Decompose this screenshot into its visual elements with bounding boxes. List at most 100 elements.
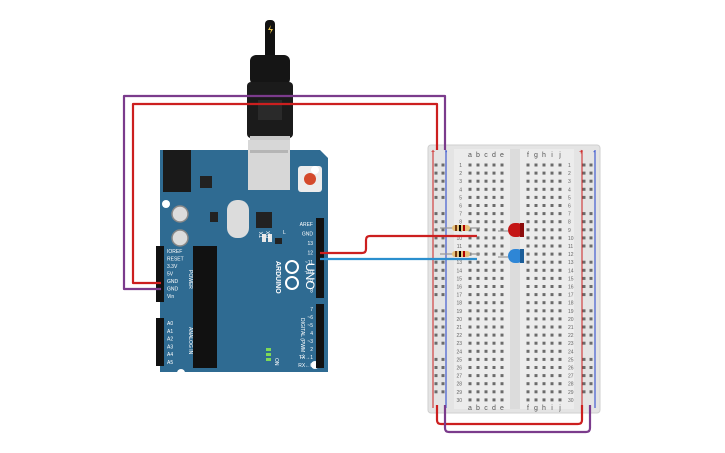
breadboard-hole[interactable] bbox=[484, 276, 488, 280]
breadboard-hole[interactable] bbox=[534, 374, 538, 378]
breadboard-hole[interactable] bbox=[484, 252, 488, 256]
breadboard-hole[interactable] bbox=[484, 366, 488, 369]
breadboard-hole[interactable] bbox=[558, 349, 562, 353]
breadboard-hole[interactable] bbox=[526, 398, 530, 402]
breadboard-hole[interactable] bbox=[558, 382, 562, 386]
breadboard-hole[interactable] bbox=[476, 187, 480, 191]
breadboard-hole[interactable] bbox=[526, 220, 530, 224]
breadboard-hole[interactable] bbox=[484, 179, 488, 183]
breadboard-hole[interactable] bbox=[476, 244, 480, 248]
rail-hole[interactable] bbox=[434, 293, 438, 297]
arduino-board[interactable]: ARDUINO UNO POWER ANALOG IN DIGITAL (PWM… bbox=[156, 140, 328, 377]
rail-hole[interactable] bbox=[441, 187, 445, 191]
breadboard-hole[interactable] bbox=[534, 293, 538, 297]
breadboard-hole[interactable] bbox=[476, 276, 480, 280]
breadboard-hole[interactable] bbox=[542, 204, 546, 207]
breadboard-hole[interactable] bbox=[500, 317, 504, 321]
resistor-2[interactable] bbox=[440, 251, 480, 257]
breadboard-hole[interactable] bbox=[476, 293, 480, 297]
breadboard-hole[interactable] bbox=[484, 293, 488, 297]
breadboard-hole[interactable] bbox=[476, 317, 480, 321]
breadboard-hole[interactable] bbox=[550, 398, 554, 402]
rail-hole[interactable] bbox=[589, 276, 593, 280]
breadboard-hole[interactable] bbox=[476, 171, 480, 175]
breadboard-hole[interactable] bbox=[550, 163, 554, 167]
breadboard-hole[interactable] bbox=[476, 357, 480, 361]
rail-hole[interactable] bbox=[582, 244, 586, 248]
breadboard-hole[interactable] bbox=[500, 398, 504, 402]
breadboard-hole[interactable] bbox=[542, 236, 546, 240]
breadboard-hole[interactable] bbox=[492, 390, 496, 394]
breadboard-hole[interactable] bbox=[468, 204, 472, 207]
breadboard-hole[interactable] bbox=[526, 301, 530, 305]
breadboard-hole[interactable] bbox=[526, 293, 530, 297]
breadboard-hole[interactable] bbox=[542, 341, 546, 345]
breadboard-hole[interactable] bbox=[526, 341, 530, 345]
breadboard-hole[interactable] bbox=[468, 285, 472, 288]
breadboard-hole[interactable] bbox=[542, 325, 546, 329]
breadboard-hole[interactable] bbox=[484, 309, 488, 313]
rail-hole[interactable] bbox=[589, 285, 593, 288]
breadboard-hole[interactable] bbox=[542, 382, 546, 386]
breadboard-hole[interactable] bbox=[484, 382, 488, 386]
breadboard-hole[interactable] bbox=[542, 349, 546, 353]
breadboard-hole[interactable] bbox=[534, 195, 538, 199]
breadboard-hole[interactable] bbox=[534, 276, 538, 280]
breadboard-hole[interactable] bbox=[500, 260, 504, 264]
rail-hole[interactable] bbox=[441, 285, 445, 288]
breadboard-hole[interactable] bbox=[550, 220, 554, 224]
breadboard-hole[interactable] bbox=[526, 268, 530, 272]
breadboard-hole[interactable] bbox=[558, 187, 562, 191]
breadboard-hole[interactable] bbox=[500, 187, 504, 191]
breadboard-hole[interactable] bbox=[500, 309, 504, 313]
rail-hole[interactable] bbox=[582, 366, 586, 369]
breadboard-hole[interactable] bbox=[500, 293, 504, 297]
breadboard-hole[interactable] bbox=[558, 341, 562, 345]
breadboard-hole[interactable] bbox=[542, 285, 546, 288]
rail-hole[interactable] bbox=[589, 366, 593, 369]
breadboard-hole[interactable] bbox=[534, 236, 538, 240]
rail-hole[interactable] bbox=[441, 179, 445, 183]
rail-hole[interactable] bbox=[441, 244, 445, 248]
breadboard-hole[interactable] bbox=[476, 285, 480, 288]
breadboard-hole[interactable] bbox=[534, 333, 538, 337]
breadboard-hole[interactable] bbox=[484, 349, 488, 353]
breadboard-hole[interactable] bbox=[550, 179, 554, 183]
rail-hole[interactable] bbox=[434, 366, 438, 369]
breadboard-hole[interactable] bbox=[534, 244, 538, 248]
rail-hole[interactable] bbox=[589, 374, 593, 378]
breadboard-hole[interactable] bbox=[558, 195, 562, 199]
breadboard-hole[interactable] bbox=[534, 260, 538, 264]
breadboard-hole[interactable] bbox=[468, 179, 472, 183]
rail-hole[interactable] bbox=[582, 390, 586, 394]
breadboard-hole[interactable] bbox=[534, 301, 538, 305]
breadboard-hole[interactable] bbox=[542, 244, 546, 248]
rail-hole[interactable] bbox=[582, 171, 586, 175]
wires[interactable] bbox=[122, 94, 592, 434]
rail-hole[interactable] bbox=[582, 285, 586, 288]
breadboard-hole[interactable] bbox=[468, 301, 472, 305]
rail-hole[interactable] bbox=[582, 357, 586, 361]
breadboard-hole[interactable] bbox=[500, 285, 504, 288]
breadboard-hole[interactable] bbox=[558, 268, 562, 272]
breadboard-hole[interactable] bbox=[558, 179, 562, 183]
breadboard-hole[interactable] bbox=[534, 382, 538, 386]
breadboard-hole[interactable] bbox=[534, 285, 538, 288]
breadboard-hole[interactable] bbox=[500, 382, 504, 386]
breadboard-hole[interactable] bbox=[500, 374, 504, 378]
rail-hole[interactable] bbox=[582, 260, 586, 264]
breadboard-hole[interactable] bbox=[558, 390, 562, 394]
rail-hole[interactable] bbox=[589, 293, 593, 297]
rail-hole[interactable] bbox=[434, 236, 438, 240]
breadboard-hole[interactable] bbox=[468, 325, 472, 329]
breadboard-hole[interactable] bbox=[484, 236, 488, 240]
breadboard-hole[interactable] bbox=[484, 268, 488, 272]
breadboard-hole[interactable] bbox=[542, 390, 546, 394]
rail-hole[interactable] bbox=[582, 374, 586, 378]
breadboard-hole[interactable] bbox=[542, 398, 546, 402]
breadboard-hole[interactable] bbox=[500, 390, 504, 394]
rail-hole[interactable] bbox=[582, 212, 586, 216]
breadboard-hole[interactable] bbox=[558, 204, 562, 207]
rail-hole[interactable] bbox=[589, 268, 593, 272]
